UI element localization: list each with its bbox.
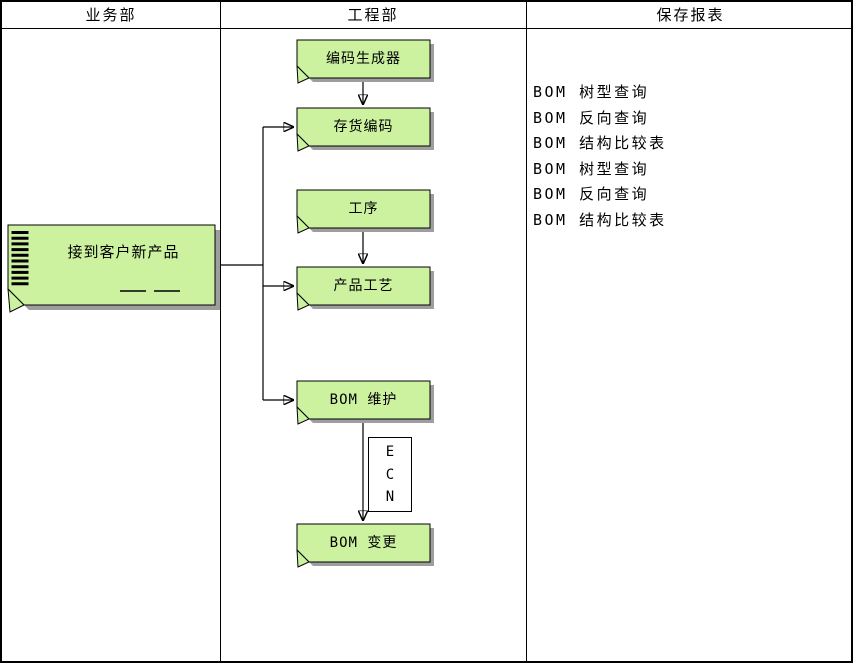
shape-body — [296, 380, 431, 420]
header-saved-reports: 保存报表 — [656, 6, 725, 24]
node-label: 工序 — [348, 200, 379, 217]
shape-fold — [296, 548, 310, 568]
shape-fold — [7, 287, 25, 313]
node-label: 产品工艺 — [333, 277, 394, 294]
ecn-letter: C — [385, 466, 395, 483]
ecn-letter: N — [385, 488, 395, 505]
shape-body — [296, 266, 431, 306]
report-item: BOM 结构比较表 — [533, 134, 667, 152]
report-item: BOM 树型查询 — [533, 83, 650, 101]
report-item: BOM 结构比较表 — [533, 210, 667, 229]
header-business-dept: 业务部 — [85, 6, 137, 24]
ecn-label-box: E C N — [368, 437, 412, 512]
document-shape — [296, 107, 434, 152]
report-item: BOM 反向查询 — [533, 108, 650, 127]
node-label: 编码生成器 — [326, 50, 401, 67]
report-item: BOM 树型查询 — [533, 159, 650, 178]
document-shape — [296, 189, 434, 234]
node-bom-change: BOM 变更 — [296, 523, 434, 568]
shape-fold — [296, 291, 310, 311]
node-bom-maintenance: BOM 维护 — [296, 380, 434, 425]
shape-fold — [296, 132, 310, 152]
node-label: BOM 维护 — [329, 391, 398, 408]
document-shape — [296, 266, 434, 311]
shape-body — [7, 224, 216, 306]
node-inventory-code: 存货编码 — [296, 107, 434, 152]
document-shape — [296, 380, 434, 425]
header-engineering-dept: 工程部 — [347, 6, 399, 24]
node-label: BOM 变更 — [329, 534, 398, 551]
ecn-letter: E — [385, 444, 395, 461]
node-code-generator: 编码生成器 — [296, 39, 434, 84]
shape-fold — [296, 405, 310, 425]
shape-fold — [296, 214, 310, 234]
node-process: 工序 — [296, 189, 434, 234]
report-item: BOM 反向查询 — [533, 185, 650, 203]
column-divider — [220, 2, 221, 661]
shape-fold — [296, 64, 310, 84]
shape-body — [296, 39, 431, 79]
document-shape — [7, 224, 220, 313]
shape-body — [296, 523, 431, 563]
document-shape — [296, 523, 434, 568]
shape-body — [296, 107, 431, 147]
document-shape — [296, 39, 434, 84]
start-node-new-product: 接到客户新产品 — [7, 224, 220, 313]
shape-body — [296, 189, 431, 229]
reports-list: BOM 树型查询 BOM 反向查询 BOM 结构比较表 BOM 树型查询 BOM… — [533, 80, 667, 233]
node-product-routing: 产品工艺 — [296, 266, 434, 311]
node-label: 存货编码 — [333, 118, 394, 135]
header-divider — [2, 28, 851, 29]
column-divider — [526, 2, 527, 661]
node-label: 接到客户新产品 — [67, 243, 180, 261]
